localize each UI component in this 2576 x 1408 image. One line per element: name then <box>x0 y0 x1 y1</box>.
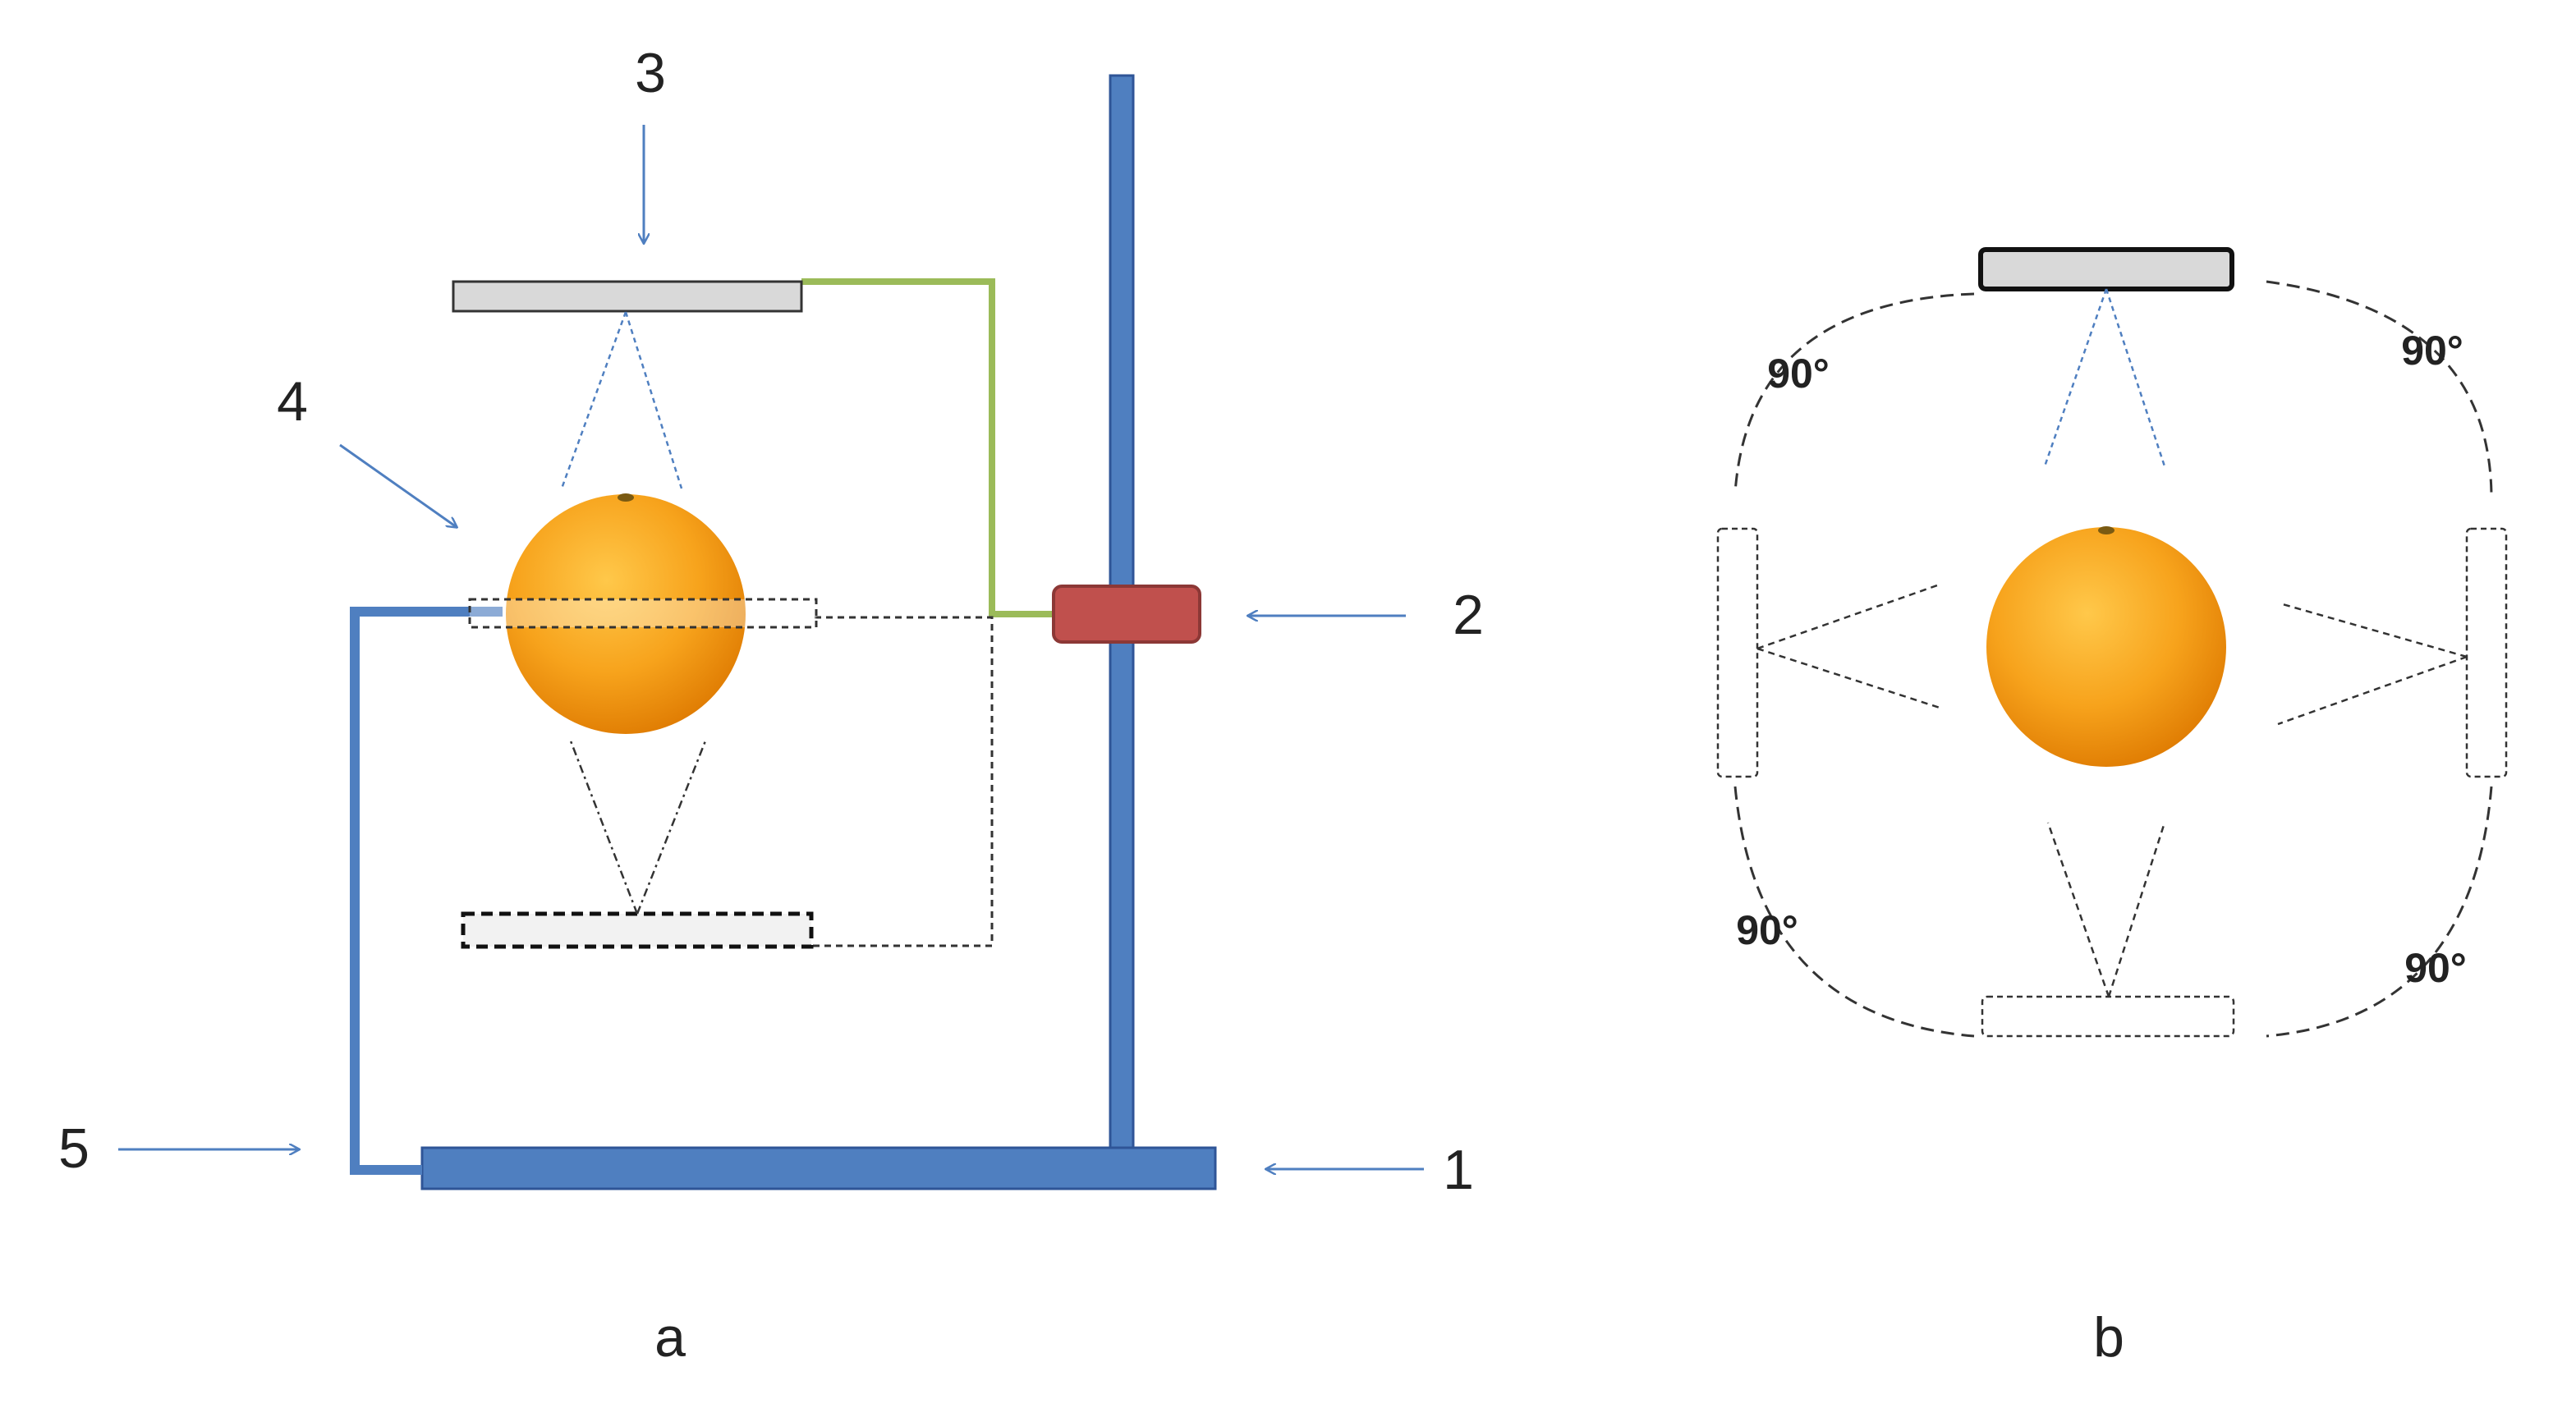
camera-arm <box>801 278 1055 617</box>
camera-top-fov-right <box>624 311 683 489</box>
camera-position-right-fov-bottom <box>2277 655 2468 726</box>
camera-position-right-fov-top <box>2282 603 2468 658</box>
arrow-4 <box>339 443 457 527</box>
angle-label-bottom-right: 90° <box>2404 945 2467 991</box>
label-5: 5 <box>58 1117 90 1180</box>
angle-label-top-left: 90° <box>1767 351 1830 397</box>
rotation-arc-top-left <box>1733 292 1975 493</box>
camera-bottom-alternate <box>461 911 814 949</box>
label-3: 3 <box>635 42 666 104</box>
orange-fruit-b <box>1986 526 2226 767</box>
angle-label-bottom-left: 90° <box>1736 907 1798 953</box>
angle-label-top-right: 90° <box>2401 328 2464 374</box>
camera-position-top-fov-left <box>2043 288 2108 467</box>
camera-position-bottom-fov-left <box>2046 822 2110 998</box>
camera-position-left-fov-bottom <box>1756 647 1940 709</box>
panel-a: 3 4 2 5 1 a <box>58 42 1484 1369</box>
camera-position-right <box>2465 527 2508 778</box>
fruit-holder-arm <box>350 607 503 1175</box>
camera-bottom-fov-right <box>636 738 708 915</box>
rotation-arc-top-right <box>2266 280 2493 497</box>
camera-top-fov-left <box>560 311 627 489</box>
camera-position-top-fov-right <box>2105 288 2166 467</box>
rotation-arc-bottom-left <box>1733 786 1975 1038</box>
camera-position-top <box>1978 247 2234 291</box>
label-1: 1 <box>1443 1139 1474 1201</box>
rotation-arc-bottom-right <box>2266 786 2493 1038</box>
label-2: 2 <box>1453 584 1484 646</box>
stand-base <box>420 1146 1217 1190</box>
caption-b: b <box>2093 1306 2124 1369</box>
caption-a: a <box>654 1306 686 1369</box>
camera-position-bottom <box>1981 995 2235 1038</box>
label-4: 4 <box>277 370 308 433</box>
camera-position-left-fov-top <box>1756 583 1940 650</box>
orange-fruit-a <box>506 493 746 734</box>
camera-position-bottom-fov-right <box>2107 822 2166 998</box>
camera-position-left <box>1716 527 1759 778</box>
clamp <box>1052 585 1201 644</box>
alternate-arm-path <box>811 616 994 947</box>
camera-bottom-fov-left <box>568 738 639 915</box>
panel-b: 90° 90° 90° 90° b <box>1716 247 2508 1369</box>
fruit-holder-tray <box>468 598 818 629</box>
camera-top <box>452 280 803 313</box>
